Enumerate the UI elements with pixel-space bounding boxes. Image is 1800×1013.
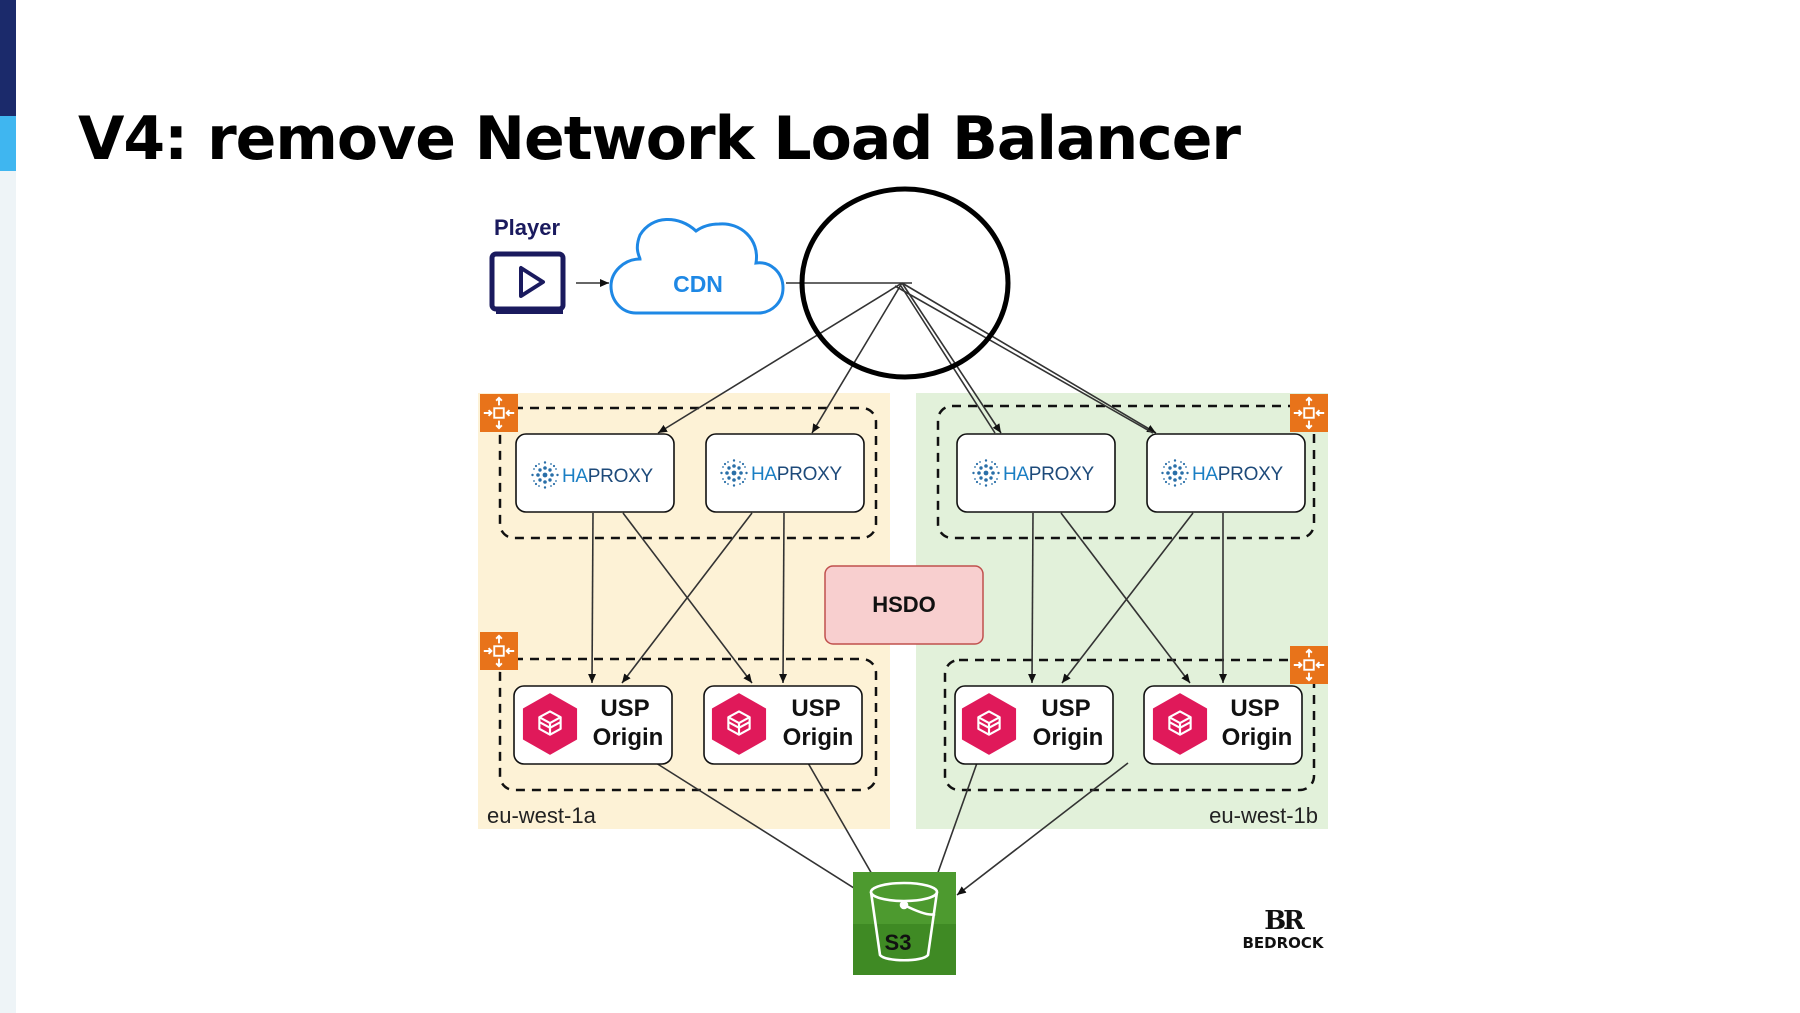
accent-bar-pale — [0, 171, 16, 1013]
haproxy-label-prefix: HA — [1003, 464, 1029, 485]
player-label: Player — [494, 215, 560, 240]
hsdo-label: HSDO — [872, 592, 936, 617]
usp-label-line2: Origin — [783, 724, 854, 751]
haproxy-node: HAPROXY — [515, 433, 675, 513]
haproxy-node: HAPROXY — [1146, 433, 1306, 513]
zone-label-eu-west-1b: eu-west-1b — [1209, 803, 1318, 828]
svg-text:HAPROXY: HAPROXY — [751, 464, 842, 485]
hsdo-node: HSDO — [824, 565, 984, 645]
slide-title: V4: remove Network Load Balancer — [78, 104, 1241, 174]
asg-usp-1b — [943, 658, 1316, 792]
usp-label-line2: Origin — [1222, 724, 1293, 751]
usp-label-line2: Origin — [1033, 724, 1104, 751]
autoscaling-group-icon — [1290, 394, 1328, 432]
usp-label-line1: USP — [1041, 695, 1090, 722]
bedrock-logo-text: BEDROCK — [1242, 934, 1324, 952]
usp-label-line1: USP — [600, 695, 649, 722]
load-balancer-circle — [799, 186, 1011, 380]
haproxy-label-suffix: PROXY — [1029, 464, 1095, 485]
svg-text:HAPROXY: HAPROXY — [1003, 464, 1094, 485]
haproxy-label-suffix: PROXY — [777, 464, 843, 485]
asg-haproxy-1b — [936, 404, 1316, 540]
usp-label-line1: USP — [1230, 695, 1279, 722]
accent-bar-light — [0, 116, 16, 171]
zone-label-eu-west-1a: eu-west-1a — [487, 803, 597, 828]
s3-bucket: S3 — [853, 872, 956, 975]
haproxy-label-suffix: PROXY — [588, 466, 654, 487]
usp-label-line2: Origin — [593, 724, 664, 751]
asg-usp-1a — [498, 657, 878, 792]
bucket-icon — [869, 881, 939, 962]
bedrock-logo-mark: BR — [1264, 906, 1305, 936]
asg-haproxy-1a — [498, 406, 878, 540]
haproxy-node: HAPROXY — [705, 433, 865, 513]
usp-origin-node: USP Origin — [1143, 685, 1303, 765]
haproxy-label-prefix: HA — [562, 466, 588, 487]
haproxy-label-suffix: PROXY — [1218, 464, 1284, 485]
usp-origin-node: USP Origin — [954, 685, 1114, 765]
autoscaling-group-icon — [1290, 646, 1328, 684]
cdn-cloud: CDN — [609, 218, 785, 315]
svg-text:HAPROXY: HAPROXY — [1192, 464, 1283, 485]
autoscaling-group-icon — [480, 394, 518, 432]
usp-origin-node: USP Origin — [703, 685, 863, 765]
usp-label-line1: USP — [791, 695, 840, 722]
s3-label: S3 — [885, 930, 912, 955]
haproxy-label-prefix: HA — [751, 464, 777, 485]
usp-origin-node: USP Origin — [513, 685, 673, 765]
svg-text:HAPROXY: HAPROXY — [562, 466, 653, 487]
bedrock-logo: BR BEDROCK — [1238, 908, 1328, 952]
play-icon[interactable] — [489, 251, 566, 314]
haproxy-node: HAPROXY — [956, 433, 1116, 513]
cdn-label: CDN — [673, 271, 723, 297]
accent-bar-dark — [0, 0, 16, 116]
autoscaling-group-icon — [480, 632, 518, 670]
haproxy-label-prefix: HA — [1192, 464, 1218, 485]
